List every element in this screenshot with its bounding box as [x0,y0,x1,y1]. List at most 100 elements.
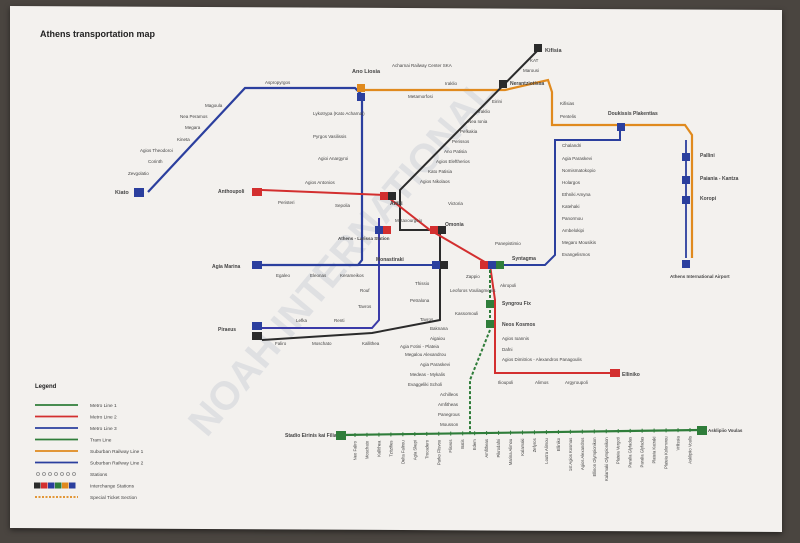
station-syntagma[interactable]: Syntagma [512,256,536,262]
station-tavros[interactable]: Tavros [420,317,434,322]
station-petralona[interactable]: Petralona [410,298,430,303]
tram-stop-label[interactable]: Paralia Glyfadas [628,437,633,468]
station-mousson[interactable]: Mousson [440,422,459,427]
station-lykotrypa[interactable]: Lykotrypa (Kato Acharnai) [313,111,365,116]
station-acharnai[interactable]: Acharnai Railway Center SKA [392,63,452,68]
station-elliniko[interactable]: Elliniko [622,372,640,378]
station-pallini[interactable]: Pallini [700,153,715,159]
station-pefkakia[interactable]: Pefkakia [460,129,478,134]
station-panepistimio[interactable]: Panepistimio [495,241,521,246]
station-omonia[interactable]: Omonia [445,222,464,228]
station-iraklio-metro[interactable]: Iraklio [478,109,491,114]
station-asklipiio[interactable]: Asklipiio Voulas [708,428,743,433]
station-panormou[interactable]: Panormou [562,216,583,221]
station-nea-peramos[interactable]: Nea Peramos [180,114,208,119]
station-kerameikos[interactable]: Kerameikos [340,273,365,278]
station-chalandri[interactable]: Chalandri [562,143,581,148]
tram-stop-label[interactable]: Parko Flisvou [436,439,441,465]
station-piraeus[interactable]: Piraeus [218,327,236,333]
station-agia-paraskevi[interactable]: Agia Paraskevi [562,156,592,161]
tram-stop-label[interactable]: Agia Skepi [412,440,417,460]
tram-stop-label[interactable]: Marina Alimou [508,438,513,465]
station-agios-antonios[interactable]: Agios Antonios [305,180,336,185]
tram-stop-label[interactable]: Pikrodafni [496,439,501,458]
station-zappio[interactable]: Zappio [466,274,480,279]
station-faliro[interactable]: Faliro [275,341,287,346]
station-megalou[interactable]: Megalou Alexandrou [405,352,447,357]
station-aspropyrgos[interactable]: Aspropyrgos [265,80,291,85]
station-thissio[interactable]: Thissio [415,281,430,286]
tram-stop-label[interactable]: Paralia Glyfadas [640,437,645,468]
station-eirini[interactable]: Eirini [492,99,502,104]
station-agia-paraskevi-tram[interactable]: Agia Paraskevi [420,362,450,367]
station-medeas[interactable]: Medeas - Mykalis [410,372,446,377]
station-tavros-2[interactable]: Tavros [358,304,372,309]
station-monastiraki[interactable]: Monastiraki [376,257,404,263]
tram-stop-label[interactable]: Amfitheas [484,439,489,458]
station-pyrgos[interactable]: Pyrgos Vasilissis [313,134,347,139]
station-neos-kosmos[interactable]: Neos Kosmos [502,322,536,328]
tram-stop-label[interactable]: Tzitzifies [388,440,393,456]
station-anthoupoli[interactable]: Anthoupoli [218,189,245,195]
station-nea-ionia[interactable]: Nea Ionia [468,119,488,124]
station-panegrous[interactable]: Panegrous [438,412,461,417]
station-sepolia[interactable]: Sepolia [335,203,351,208]
station-airport[interactable]: Athens International Airport [670,274,730,279]
station-agios-eleftherios[interactable]: Agios Eleftherios [436,159,471,164]
station-doukissis[interactable]: Doukissis Plakentias [608,111,658,117]
station-agia-fotini[interactable]: Agia Fotini - Plateia [400,344,440,349]
station-perissos[interactable]: Perissos [452,139,470,144]
station-katehaki[interactable]: Katehaki [562,204,580,209]
station-baknana[interactable]: Baknana [430,326,448,331]
tram-stop-label[interactable]: Neo Faliro [353,440,358,460]
station-syngrou-fix[interactable]: Syngrou Fix [502,301,531,307]
station-pentelis[interactable]: Pentelis [560,114,577,119]
station-nomismatokopio[interactable]: Nomismatokopio [562,168,596,173]
station-egaleo[interactable]: Egaleo [276,273,291,278]
station-paiania[interactable]: Paiania - Kantza [700,176,739,182]
tram-stop-label[interactable]: Vrilissia [676,436,681,451]
station-zevgolatio[interactable]: Zevgolatio [128,171,149,176]
station-agios-dimitrios[interactable]: Agios Dimitrios - Alexandros Panagoulis [502,357,583,362]
tram-stop-label[interactable]: Flisvos [448,440,453,453]
station-moschato[interactable]: Moschato [312,341,332,346]
tram-stop-label[interactable]: Ellinon Olympionikon [592,437,597,477]
tram-stop-label[interactable]: Plateia Kolomvou [664,436,669,469]
station-renti[interactable]: Renti [334,318,345,323]
tram-stop-label[interactable]: Moschato [364,440,369,459]
station-argyroupoli[interactable]: Argyroupoli [565,380,588,385]
station-ano-patisia[interactable]: Ano Patisia [444,149,467,154]
station-agios-ioannis[interactable]: Agios Ioannis [502,336,530,341]
tram-stop-label[interactable]: Trocadero [424,439,429,459]
station-metamorfosi[interactable]: Metamorfosi [408,94,433,99]
station-alimos[interactable]: Alimos [535,380,549,385]
station-ethniki-amyna[interactable]: Ethniki Amyna [562,192,591,197]
tram-stop-label[interactable]: Kalamaki Olympionikon [604,437,609,481]
tram-stop-label[interactable]: Plateia Katraki [652,436,657,463]
tram-stop-label[interactable]: Delta Falirou [400,440,405,464]
station-peristeri[interactable]: Peristeri [278,200,295,205]
station-nerantziotissa[interactable]: Nerantziotissa [510,81,544,87]
tram-stop-label[interactable]: Batis [460,439,465,448]
station-amfitheas[interactable]: Amfitheas [438,402,459,407]
station-corinth[interactable]: Corinth [148,159,163,164]
tram-stop-label[interactable]: Agios Alexandros [580,438,585,470]
station-iraklio[interactable]: Iraklio [445,81,458,86]
station-ano-liosia[interactable]: Ano Liosia [352,69,381,75]
station-koropi[interactable]: Koropi [700,196,717,202]
station-agia-marina[interactable]: Agia Marina [212,264,241,270]
station-dafni[interactable]: Dafni [502,347,513,352]
tram-stop-label[interactable]: Asklipiio Voulis [688,436,693,464]
station-attiki[interactable]: Attiki [390,201,403,207]
station-lefka[interactable]: Lefka [296,318,308,323]
station-kallithea[interactable]: Kallithea [362,341,380,346]
station-ilioupoli[interactable]: Ilioupoli [498,380,513,385]
station-marousi[interactable]: Marousi [523,68,539,73]
station-kifisia[interactable]: Kifisia [545,48,562,54]
station-evangelismos[interactable]: Evangelismos [562,252,591,257]
tram-stop-label[interactable]: Elliniko [556,437,561,451]
station-magoula[interactable]: Magoula [205,103,223,108]
station-leoforos[interactable]: Leoforos Vouliagmenis [450,288,496,293]
station-agios-theodoroi[interactable]: Agios Theodoroi [140,148,173,153]
station-megaro-mousikis[interactable]: Megaro Mousikis [562,240,597,245]
